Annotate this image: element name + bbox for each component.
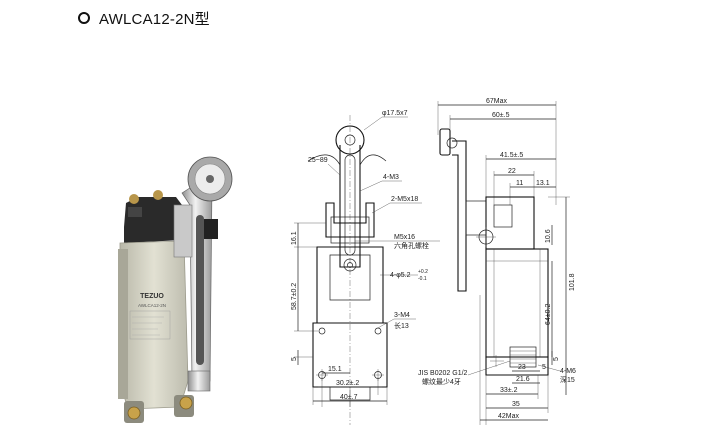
front-dim-16-1: 16.1 (291, 231, 298, 245)
front-m5x18-label: 2-M5x18 (391, 196, 418, 203)
side-dim-64: 64±0.2 (545, 304, 552, 325)
side-dim-22: 22 (508, 168, 516, 175)
front-m4-label: 3-M4 (394, 312, 410, 319)
front-m5x16-label: M5x16 (394, 234, 415, 241)
side-dim-33: 33±.2 (500, 387, 518, 394)
side-dim-101-8: 101.8 (569, 273, 576, 291)
side-dim-10-6: 10.6 (545, 229, 552, 243)
front-dim-58-7: 58.7±0.2 (291, 283, 298, 310)
side-dim-13-1: 13.1 (536, 180, 550, 187)
circle-bullet-icon (78, 12, 90, 24)
side-jis-note-label: 螺纹最少4牙 (422, 377, 461, 386)
photo-brand-label: TEZUO (140, 293, 164, 300)
side-dim-41-5: 41.5±.5 (500, 152, 523, 159)
front-view: 25~89 φ17.5x7 4-M3 2-M5x18 M5x16 六角孔螺栓 4… (291, 110, 440, 425)
product-title-text: AWLCA12-2N型 (99, 10, 210, 28)
side-dim-60: 60±.5 (492, 112, 510, 119)
front-holes-tol-bot: -0.1 (418, 276, 427, 282)
front-dim-30-2: 30.2±.2 (336, 380, 359, 387)
side-m6-depth-label: 深15 (560, 375, 575, 384)
front-dim-15-1: 15.1 (328, 366, 342, 373)
product-title: AWLCA12-2N型 (78, 7, 210, 29)
side-dim-21-6: 21.6 (516, 376, 530, 383)
side-dim-42max: 42Max (498, 413, 520, 420)
side-dim-35: 35 (512, 401, 520, 408)
front-angle-label: 25~89 (308, 157, 328, 164)
front-dim-5: 5 (291, 357, 298, 361)
side-dim-11: 11 (516, 180, 523, 187)
side-dim-5b: 5 (542, 364, 546, 371)
side-dim-5: 5 (553, 357, 560, 361)
side-dim-23: 23 (518, 364, 526, 371)
front-holes-tol-top: +0.2 (418, 269, 428, 275)
photo-model-label: AWLCA12-2N (138, 303, 166, 308)
front-m4-length-label: 长13 (394, 321, 409, 330)
front-holes-label: 4-φ5.2 (390, 272, 411, 279)
side-m6-label: 4-M6 (560, 368, 576, 375)
front-hex-bolt-label: 六角孔螺栓 (394, 241, 429, 250)
switch-head (124, 197, 182, 243)
product-photo: TEZUO AWLCA12-2N (118, 156, 233, 423)
side-view: 67Max 60±.5 41.5±.5 22 11 13.1 (418, 98, 576, 425)
front-dim-40: 40±.7 (340, 394, 358, 401)
side-dim-67max: 67Max (486, 98, 508, 105)
dimension-drawing: 25~89 φ17.5x7 4-M3 2-M5x18 M5x16 六角孔螺栓 4… (291, 98, 576, 425)
front-roller-dia-label: φ17.5x7 (382, 110, 408, 117)
front-m3-label: 4-M3 (383, 174, 399, 181)
side-jis-label: JIS B0202 G1/2 (418, 370, 468, 377)
